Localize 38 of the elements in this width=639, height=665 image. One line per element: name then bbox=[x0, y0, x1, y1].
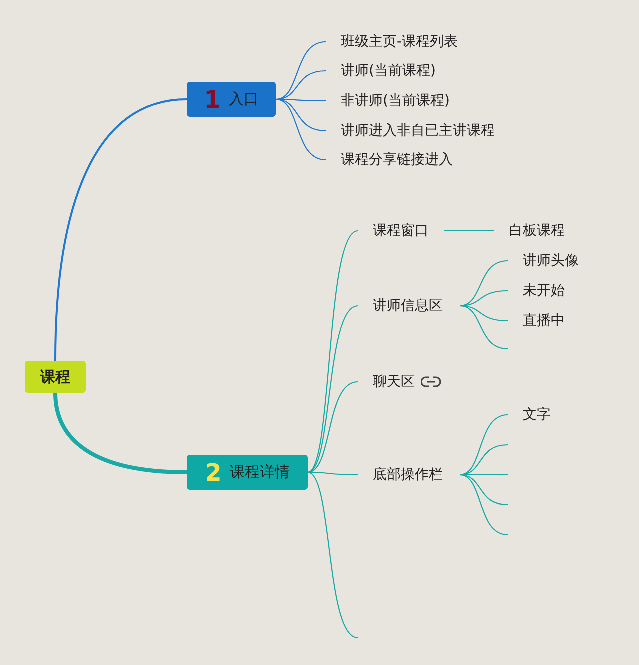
branch-line bbox=[460, 474, 508, 536]
topic-text: 未开始 bbox=[523, 282, 565, 300]
topic-text: 聊天区 bbox=[373, 373, 415, 391]
branch-line bbox=[460, 474, 508, 506]
topic-number: 2 bbox=[205, 458, 222, 486]
topic-text: 课程分享链接进入 bbox=[341, 151, 453, 169]
topic-text: 讲师(当前课程) bbox=[341, 62, 436, 80]
central-topic-box bbox=[25, 361, 86, 393]
topic-box bbox=[187, 82, 276, 117]
branch-line bbox=[308, 472, 358, 638]
topic-text: 讲师进入非自已主讲课程 bbox=[341, 122, 495, 140]
topic-text: 非讲师(当前课程) bbox=[341, 92, 450, 110]
topic-text: 底部操作栏 bbox=[373, 466, 443, 484]
branch-line bbox=[308, 306, 358, 473]
topic-text: 讲师头像 bbox=[523, 252, 579, 270]
branch-line bbox=[54, 98, 188, 362]
branch-line bbox=[308, 472, 358, 476]
branch-line bbox=[308, 230, 358, 473]
topic-text: 课程详情 bbox=[230, 463, 290, 482]
branch-line bbox=[308, 381, 358, 474]
branch-line bbox=[460, 414, 508, 476]
branch-line bbox=[54, 392, 188, 474]
topic-number: 1 bbox=[204, 86, 221, 114]
topic-text: 白板课程 bbox=[509, 222, 565, 240]
branch-line bbox=[460, 444, 508, 476]
topic-text: 讲师信息区 bbox=[373, 297, 443, 315]
branch-line bbox=[460, 305, 508, 350]
branch-line bbox=[444, 230, 494, 232]
branch-line bbox=[460, 260, 508, 307]
topic-text: 课程窗口 bbox=[373, 222, 429, 240]
topic-box bbox=[187, 455, 308, 490]
topic-text: 课程 bbox=[40, 368, 70, 386]
topic-text: 文字 bbox=[523, 406, 551, 424]
topic-text: 入口 bbox=[228, 90, 259, 109]
branch-line bbox=[276, 41, 326, 100]
topic-text: 班级主页-课程列表 bbox=[341, 33, 458, 51]
branch-line bbox=[276, 98, 326, 161]
topic-text: 直播中 bbox=[523, 312, 565, 330]
